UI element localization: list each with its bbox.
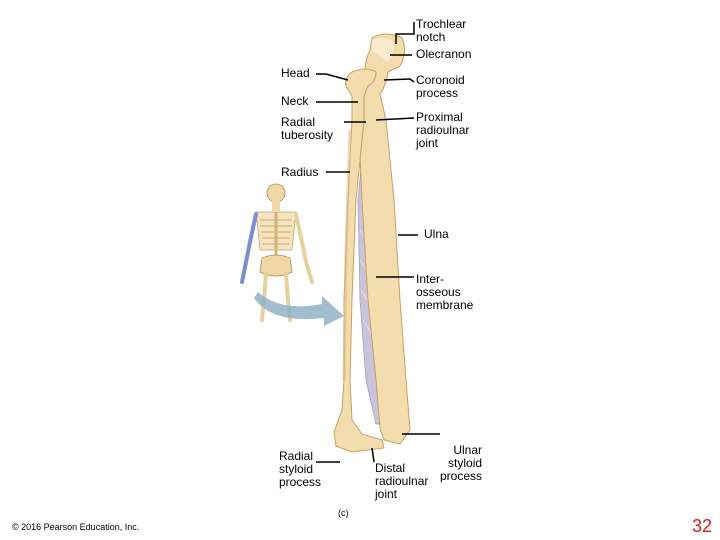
label-radial-tuberosity: Radial tuberosity: [281, 115, 334, 142]
label-olecranon: Olecranon: [416, 47, 472, 61]
label-coronoid-process: Coronoid process: [416, 73, 465, 100]
figure-caption: (c): [338, 508, 349, 518]
radius-bone: [333, 68, 385, 453]
copyright-notice: © 2016 Pearson Education, Inc.: [12, 522, 140, 532]
label-radius: Radius: [281, 165, 319, 179]
page-number: 32: [692, 516, 713, 536]
leader-trochlear-notch: [395, 22, 415, 44]
ulna-bone: [357, 33, 411, 445]
leader-head: [316, 73, 349, 81]
label-interosseous-membrane: Inter- osseous membrane: [416, 272, 474, 312]
leader-proximal-radioulnar-joint: [375, 117, 415, 121]
label-proximal-radioulnar-joint: Proximal radioulnar joint: [416, 110, 470, 150]
leader-distal-radioulnar-joint: [371, 447, 375, 463]
label-head: Head: [281, 66, 310, 80]
label-ulna: Ulna: [424, 227, 449, 241]
skeleton-thumbnail: [240, 183, 314, 322]
leader-coronoid-process: [383, 78, 415, 83]
leader-lines: [316, 22, 440, 463]
label-distal-radioulnar-joint: Distal radioulnar joint: [375, 461, 429, 501]
label-trochlear-notch: Trochlear notch: [416, 17, 467, 44]
label-neck: Neck: [281, 94, 309, 108]
label-radial-styloid-process: Radial styloid process: [279, 449, 322, 489]
pointer-arrow: [254, 292, 344, 326]
label-ulnar-styloid-process: Ulnar styloid process: [440, 443, 483, 483]
